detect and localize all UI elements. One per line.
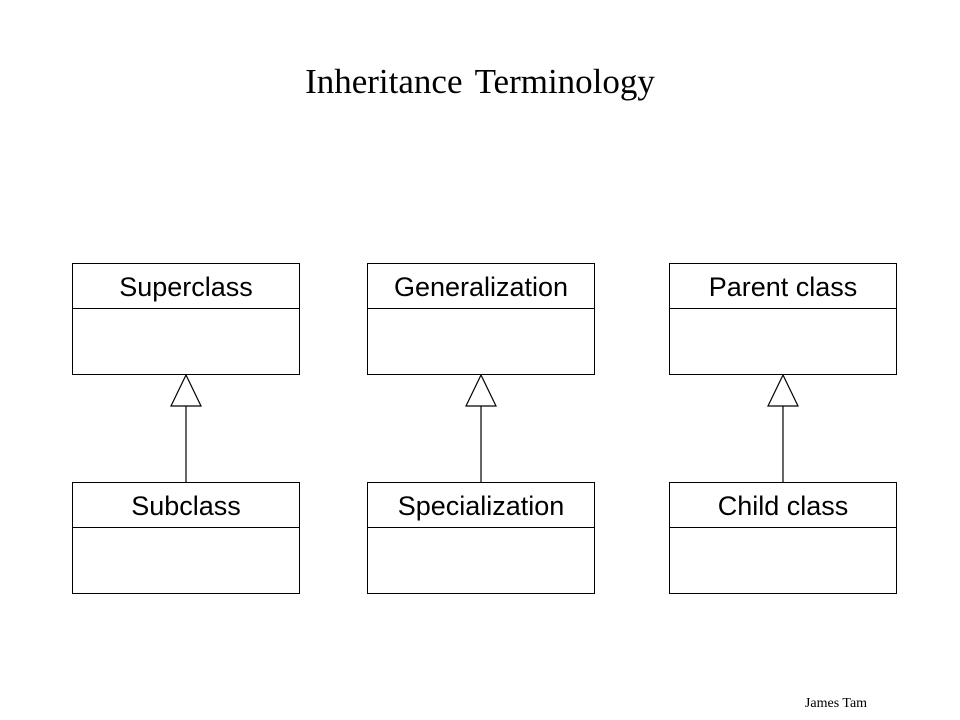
class-box-generalization: Generalization bbox=[367, 263, 595, 375]
author-footer: James Tam bbox=[804, 696, 868, 711]
inheritance-arrow-3 bbox=[767, 373, 799, 482]
class-box-parent-class: Parent class bbox=[669, 263, 897, 375]
class-box-specialization: Specialization bbox=[367, 482, 595, 594]
class-body bbox=[73, 309, 299, 375]
class-body bbox=[368, 528, 594, 594]
class-body bbox=[368, 309, 594, 375]
class-body bbox=[73, 528, 299, 594]
slide-title: Inheritance Terminology bbox=[305, 62, 655, 101]
class-name: Superclass bbox=[73, 264, 299, 309]
class-box-superclass: Superclass bbox=[72, 263, 300, 375]
class-name: Child class bbox=[670, 483, 896, 528]
class-body bbox=[670, 528, 896, 594]
class-body bbox=[670, 309, 896, 375]
class-box-child-class: Child class bbox=[669, 482, 897, 594]
class-name: Generalization bbox=[368, 264, 594, 309]
class-name: Specialization bbox=[368, 483, 594, 528]
inheritance-arrow-1 bbox=[170, 373, 202, 482]
class-box-subclass: Subclass bbox=[72, 482, 300, 594]
class-name: Parent class bbox=[670, 264, 896, 309]
inheritance-arrow-2 bbox=[465, 373, 497, 482]
class-name: Subclass bbox=[73, 483, 299, 528]
